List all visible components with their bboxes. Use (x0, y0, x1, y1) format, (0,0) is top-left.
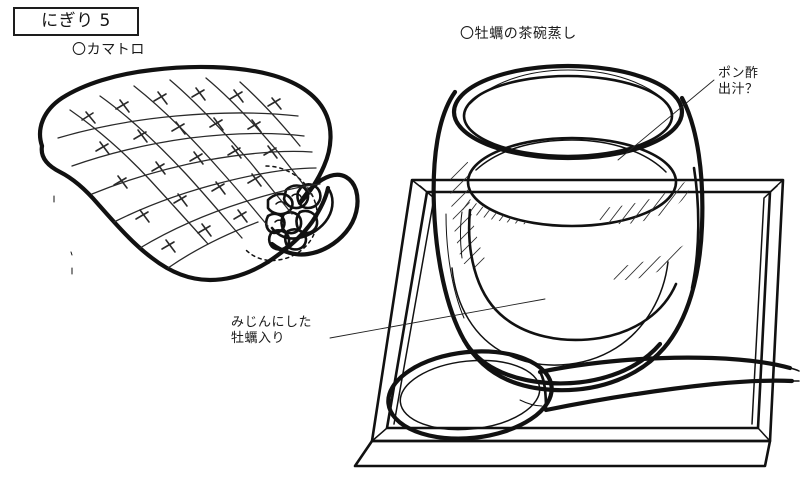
leader-minced-oyster (329, 298, 546, 339)
tray-corner-br (757, 427, 771, 442)
cup-left-reflection-2 (460, 211, 463, 259)
cup-rim-inner (462, 74, 674, 158)
tray-corner-bl (371, 427, 388, 442)
kamatoro-nigiri-drawing (37, 64, 360, 283)
wooden-tray-drawing (353, 178, 785, 468)
spoon-handle-bottom (543, 378, 795, 413)
cup-liquid-surface (466, 136, 678, 228)
cup-rim-outer (451, 63, 685, 161)
spoon-bowl-outer (386, 349, 554, 441)
cup-bottom-curve (461, 337, 663, 386)
title-box-inner-border (17, 11, 135, 32)
cup-rim-highlight (469, 69, 663, 105)
nigiri-score-marks (57, 77, 321, 269)
glass-cup-drawing (431, 63, 705, 393)
nigiri-rice-texture (264, 183, 322, 251)
cup-liquid-surface-highlight (475, 139, 667, 173)
tray-front-face (353, 439, 772, 468)
page-title: にぎり 5 (41, 10, 111, 31)
cup-shade-hatch-mid (604, 245, 685, 281)
spoon-bowl-shade (519, 399, 543, 407)
tray-right-inner-hairline (751, 185, 778, 425)
annotation-ponzu: ポン酢 出汁？ (718, 66, 759, 98)
cup-belly-contour (451, 261, 669, 366)
label-kamatoro: 〇カマトロ (72, 42, 145, 58)
spoon-handle-top (537, 355, 793, 375)
tray-front-left-bevel (354, 440, 373, 467)
leader-ponzu (617, 79, 715, 161)
nigiri-fleck-3 (70, 251, 73, 256)
leader-lines (329, 79, 715, 339)
nigiri-rolled-end-outer (269, 172, 360, 257)
cup-body-outline (431, 89, 705, 393)
tray-front-right-bevel (764, 440, 771, 467)
spoon-handle-tip-top (789, 367, 800, 372)
title-box: にぎり 5 (13, 7, 139, 36)
tray-left-inner-hairline (393, 185, 435, 425)
tray-rim-inner (385, 190, 772, 430)
cup-liquid-hatch-right (598, 178, 691, 225)
spoon-drawing (386, 349, 800, 441)
nigiri-bottom-left-contour (39, 143, 271, 283)
label-chawanmushi: 〇牡蠣の茶碗蒸し (460, 26, 577, 42)
cup-left-reflection (445, 213, 465, 319)
cup-right-reflection (690, 166, 700, 290)
annotation-minced-oyster: みじんにした 牡蠣入り (231, 315, 313, 347)
nigiri-top-contour (37, 64, 333, 206)
